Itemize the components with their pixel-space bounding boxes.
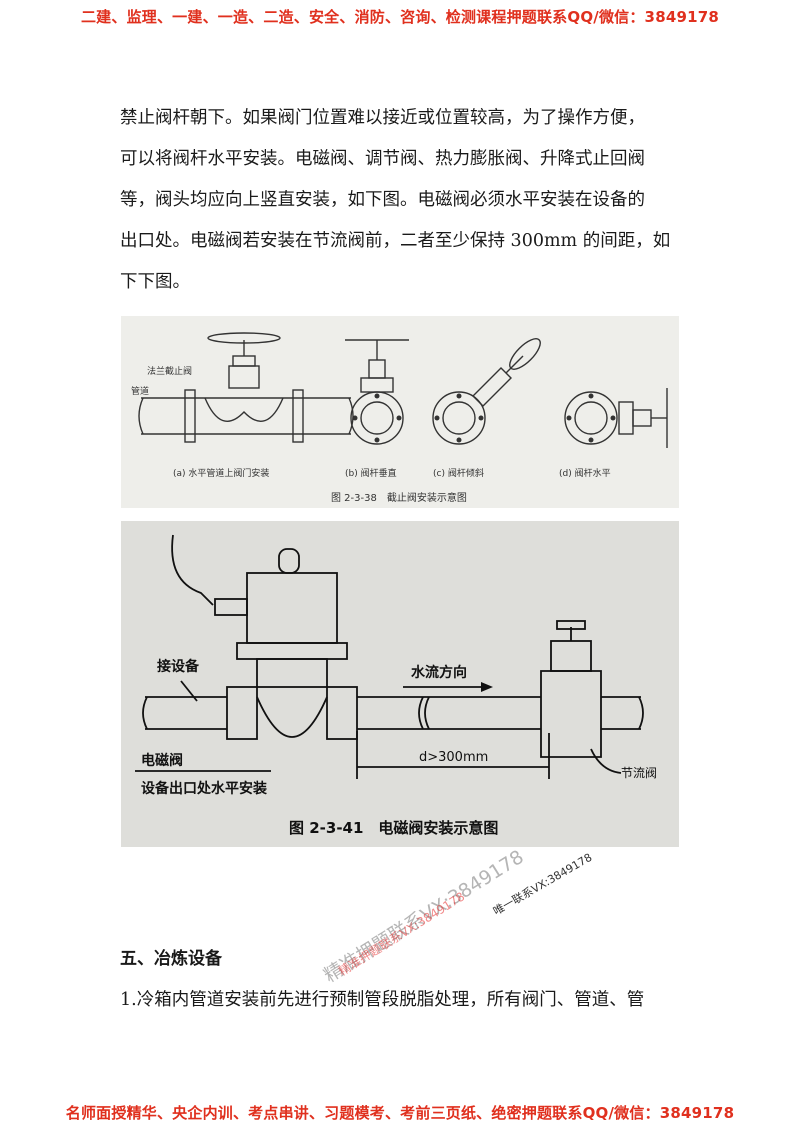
- figure2-title: 图 2-3-41 电磁阀安装示意图: [289, 819, 498, 837]
- body-paragraph: 禁止阀杆朝下。如果阀门位置难以接近或位置较高，为了操作方便， 可以将阀杆水平安装…: [120, 98, 690, 303]
- paragraph-line: 禁止阀杆朝下。如果阀门位置难以接近或位置较高，为了操作方便，: [120, 108, 645, 128]
- caption-b: (b) 阀杆垂直: [345, 467, 397, 479]
- label-equipment: 接设备: [157, 658, 200, 675]
- figure-solenoid-valve: 接设备 水流方向 d>300mm 电磁阀 设备出口处水平安装 节流阀 图 2-3…: [121, 521, 679, 847]
- label-distance: d>300mm: [419, 750, 488, 765]
- figure-globe-valve: 法兰截止阀 管道 (a) 水平管道上阀门安装 (b) 阀杆垂直 (c) 阀杆倾斜…: [121, 316, 679, 508]
- label-install-position: 设备出口处水平安装: [141, 780, 268, 797]
- paragraph-line: 出口处。电磁阀若安装在节流阀前，二者至少保持 300mm 的间距，如: [120, 231, 671, 251]
- paragraph-line: 等，阀头均应向上竖直安装，如下图。电磁阀必须水平安装在设备的: [120, 190, 645, 210]
- watermark-red: 精准押题联系VX:3849178: [336, 889, 468, 979]
- caption-a: (a) 水平管道上阀门安装: [173, 467, 269, 479]
- caption-d: (d) 阀杆水平: [559, 467, 611, 479]
- top-banner: 二建、监理、一建、一造、二造、安全、消防、咨询、检测课程押题联系QQ/微信：38…: [80, 8, 720, 26]
- paragraph-line: 可以将阀杆水平安装。电磁阀、调节阀、热力膨胀阀、升降式止回阀: [120, 149, 645, 169]
- label-solenoid-valve: 电磁阀: [141, 752, 183, 769]
- label-pipe: 管道: [131, 385, 149, 397]
- label-throttle-valve: 节流阀: [621, 766, 657, 780]
- caption-c: (c) 阀杆倾斜: [433, 467, 484, 479]
- label-flow-direction: 水流方向: [411, 664, 467, 681]
- section-heading: 五、冶炼设备: [120, 949, 222, 969]
- paragraph-line: 下下图。: [120, 272, 190, 292]
- bottom-banner: 名师面授精华、央企内训、考点串讲、习题模考、考前三页纸、绝密押题联系QQ/微信：…: [65, 1104, 735, 1122]
- figure1-title: 图 2-3-38 截止阀安装示意图: [331, 491, 467, 504]
- label-flange-valve: 法兰截止阀: [147, 365, 192, 377]
- list-item: 1.冷箱内管道安装前先进行预制管段脱脂处理，所有阀门、管道、管: [120, 990, 645, 1010]
